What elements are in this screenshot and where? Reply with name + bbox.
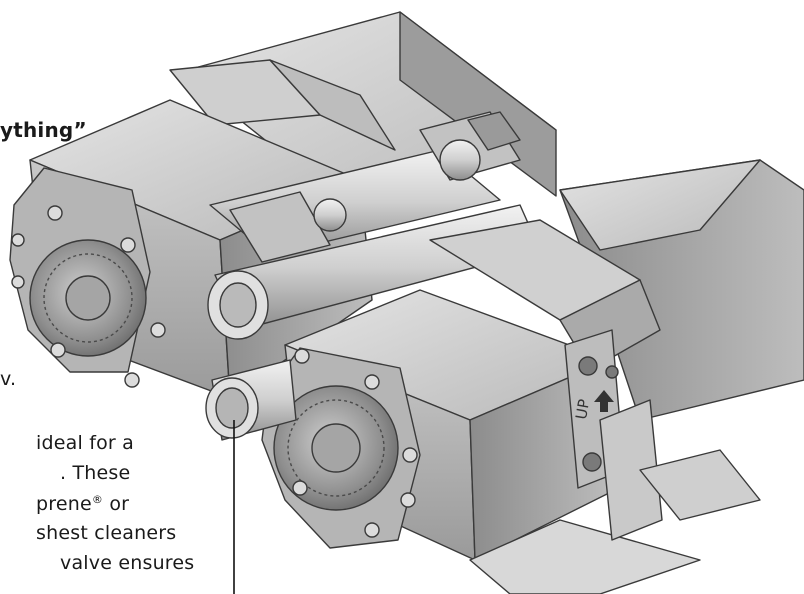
arrow-up-icon bbox=[594, 390, 614, 412]
body-text-line-f: valve ensures bbox=[60, 552, 195, 574]
registered-mark: ® bbox=[91, 493, 104, 506]
body-text-line-c: . These bbox=[60, 462, 131, 484]
body-text-line-d: prene® or bbox=[36, 493, 130, 515]
headline-fragment: ything” bbox=[0, 118, 87, 142]
up-marking: UP bbox=[572, 397, 594, 421]
body-text-line-b: ideal for a bbox=[36, 432, 134, 454]
body-text-line-e: shest cleaners bbox=[36, 522, 177, 544]
body-text-line-a: v. bbox=[0, 368, 17, 390]
